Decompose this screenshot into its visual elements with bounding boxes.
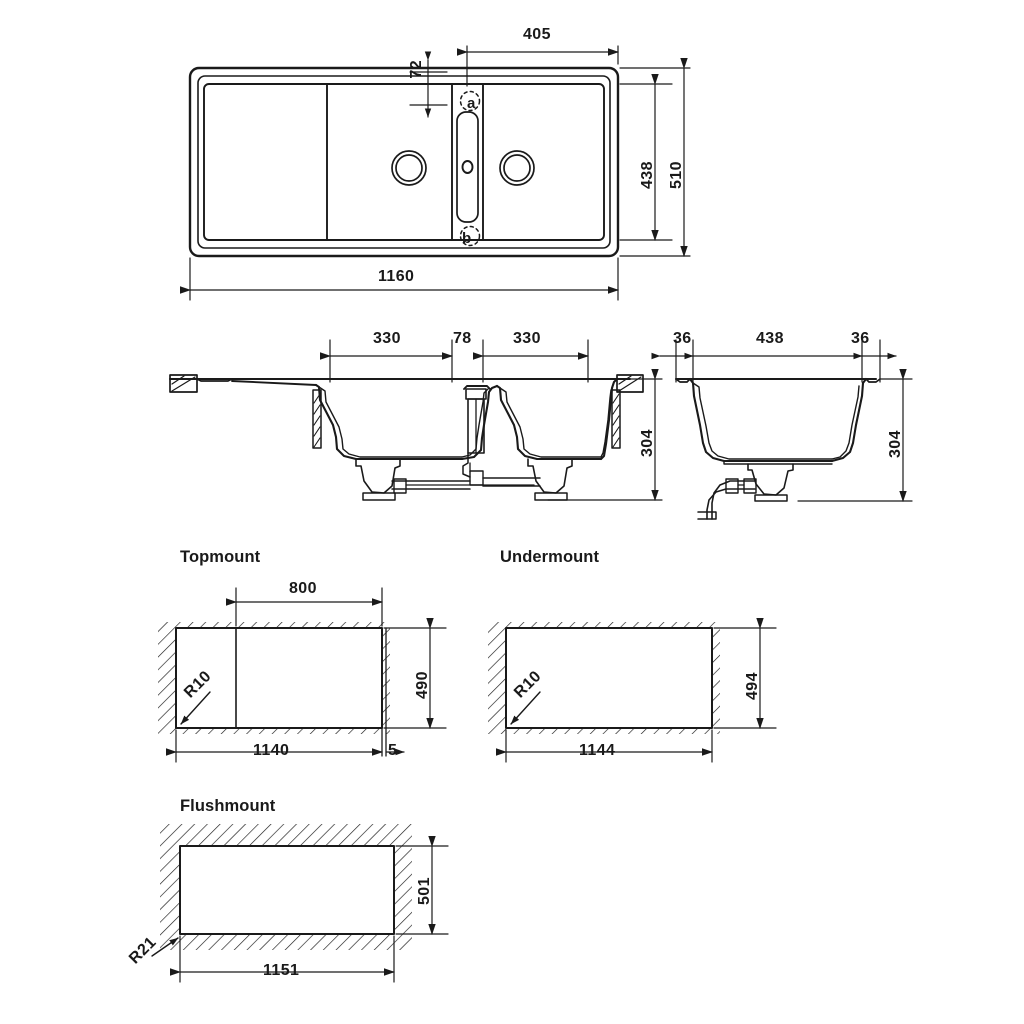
dim-label-flushmount-501: 501 (416, 877, 433, 905)
dim-label-topmount-490: 490 (414, 671, 431, 699)
dim-label-flushmount-1151: 1151 (263, 962, 300, 979)
flushmount-title: Flushmount (180, 797, 276, 815)
dim-side-304 (797, 369, 913, 502)
dim-438 (619, 74, 673, 241)
undermount-title: Undermount (500, 548, 600, 566)
dim-label-510: 510 (668, 161, 685, 189)
dim-label-topmount-1140: 1140 (253, 742, 290, 759)
dim-side-widths (651, 339, 897, 383)
dim-label-1160: 1160 (378, 268, 415, 285)
dim-label-72: 72 (408, 60, 425, 79)
dim-label-bowl-438: 438 (756, 330, 784, 347)
dim-label-topmount-5: 5 (388, 742, 398, 759)
dim-label-front-304: 304 (639, 429, 656, 457)
dim-label-side-304: 304 (887, 430, 904, 458)
dim-front-304 (547, 369, 663, 501)
dim-label-rim-left-36: 36 (673, 330, 692, 347)
dim-label-topmount-800: 800 (289, 580, 317, 597)
dim-label-undermount-494: 494 (744, 672, 761, 700)
dim-label-rim-right-36: 36 (851, 330, 870, 347)
undermount-geometry (488, 618, 777, 763)
dim-label-bowl-left-330: 330 (373, 330, 401, 347)
marker-label-a: a (467, 95, 476, 112)
dim-label-405: 405 (523, 26, 551, 43)
marker-label-b: b (462, 230, 472, 247)
topmount-geometry (158, 587, 447, 763)
dim-1160 (180, 257, 619, 301)
top-view-geometry (188, 66, 620, 258)
dim-label-divider-78: 78 (453, 330, 472, 347)
side-section-geometry (674, 377, 881, 520)
dim-label-bowl-right-330: 330 (513, 330, 541, 347)
dim-510 (619, 58, 691, 257)
front-section-geometry (168, 374, 644, 501)
dim-405 (457, 45, 619, 87)
dim-72 (409, 51, 448, 118)
dim-front-widths (320, 339, 589, 383)
flushmount-geometry (151, 824, 449, 983)
dim-label-438: 438 (639, 161, 656, 189)
dim-label-undermount-1144: 1144 (579, 742, 616, 759)
topmount-title: Topmount (180, 548, 261, 566)
